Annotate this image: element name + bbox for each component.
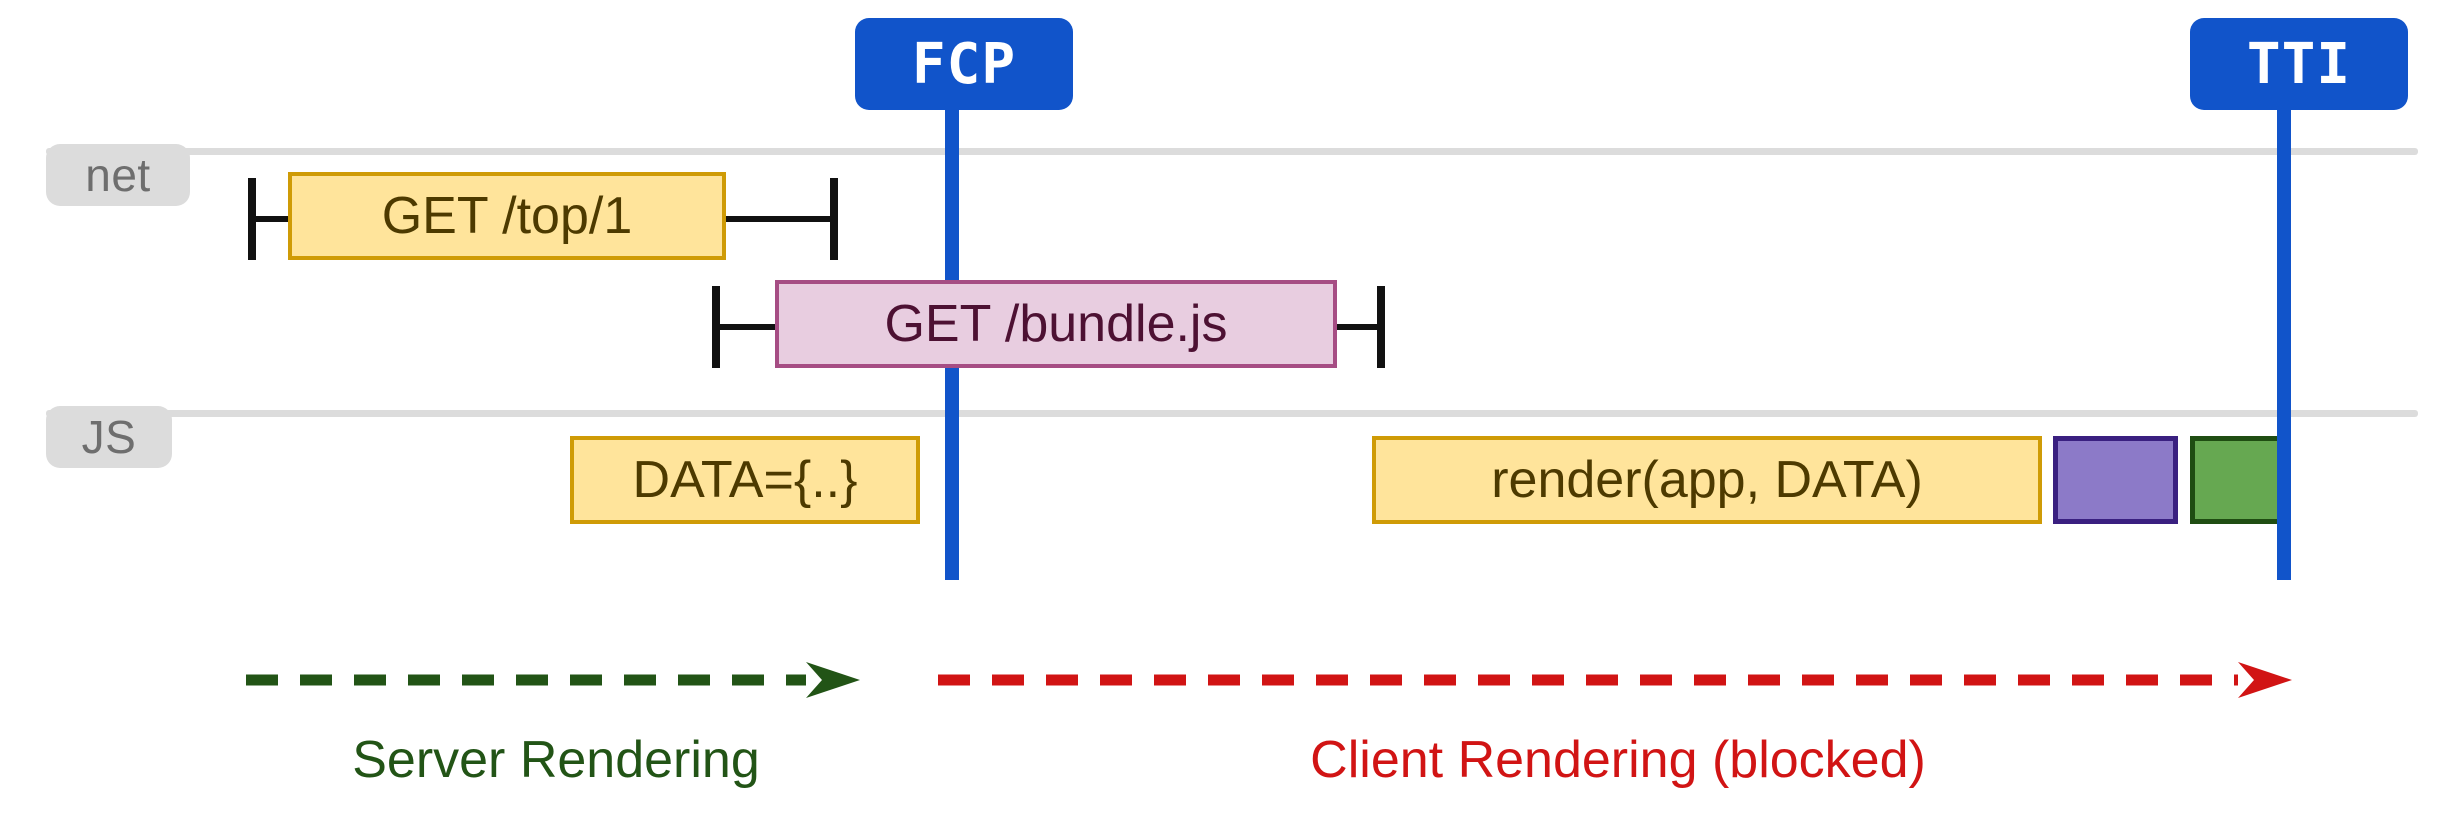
get-top-whisker-stem-right [722,216,834,222]
lane-label-net-text: net [85,149,151,201]
legend-label-client-rendering-text: Client Rendering (blocked) [1310,731,1926,789]
lane-label-js: JS [46,406,172,468]
js-track-line [46,410,2418,417]
get-bundle-whisker-stem-left [716,324,780,330]
legend-label-server-rendering-text: Server Rendering [352,731,760,789]
js-task-data-assign-label: DATA={..} [632,451,858,509]
tti-badge[interactable]: TTI [2190,18,2408,110]
net-track-line [46,148,2418,155]
client-rendering-arrow [938,662,2292,698]
lane-label-js-text: JS [81,411,137,463]
client-rendering-arrow-head [2238,662,2292,698]
legend-label-server-rendering: Server Rendering [246,730,866,790]
fcp-marker-line-upper [945,100,959,280]
fcp-badge[interactable]: FCP [855,18,1073,110]
fcp-marker-line-foreground [945,368,959,580]
net-task-get-top-label: GET /top/1 [381,187,633,245]
net-task-get-top[interactable]: GET /top/1 [288,172,726,260]
js-task-green[interactable] [2190,436,2290,524]
tti-marker-line-foreground [2277,100,2291,580]
get-top-whisker-stem-left [252,216,296,222]
server-rendering-arrow [246,662,860,698]
js-task-render-call-label: render(app, DATA) [1491,451,1923,509]
server-rendering-arrow-head [806,662,860,698]
legend-label-client-rendering: Client Rendering (blocked) [938,730,2298,790]
lane-label-net: net [46,144,190,206]
net-task-get-bundle-label: GET /bundle.js [884,295,1228,353]
net-task-get-bundle[interactable]: GET /bundle.js [775,280,1337,368]
js-task-purple[interactable] [2053,436,2178,524]
get-top-whisker-cap-right [830,178,838,260]
js-task-data-assign[interactable]: DATA={..} [570,436,920,524]
get-bundle-whisker-stem-right [1333,324,1381,330]
tti-badge-label: TTI [2246,31,2352,97]
fcp-badge-label: FCP [911,31,1017,97]
js-task-render-call[interactable]: render(app, DATA) [1372,436,2042,524]
get-bundle-whisker-cap-right [1377,286,1385,368]
